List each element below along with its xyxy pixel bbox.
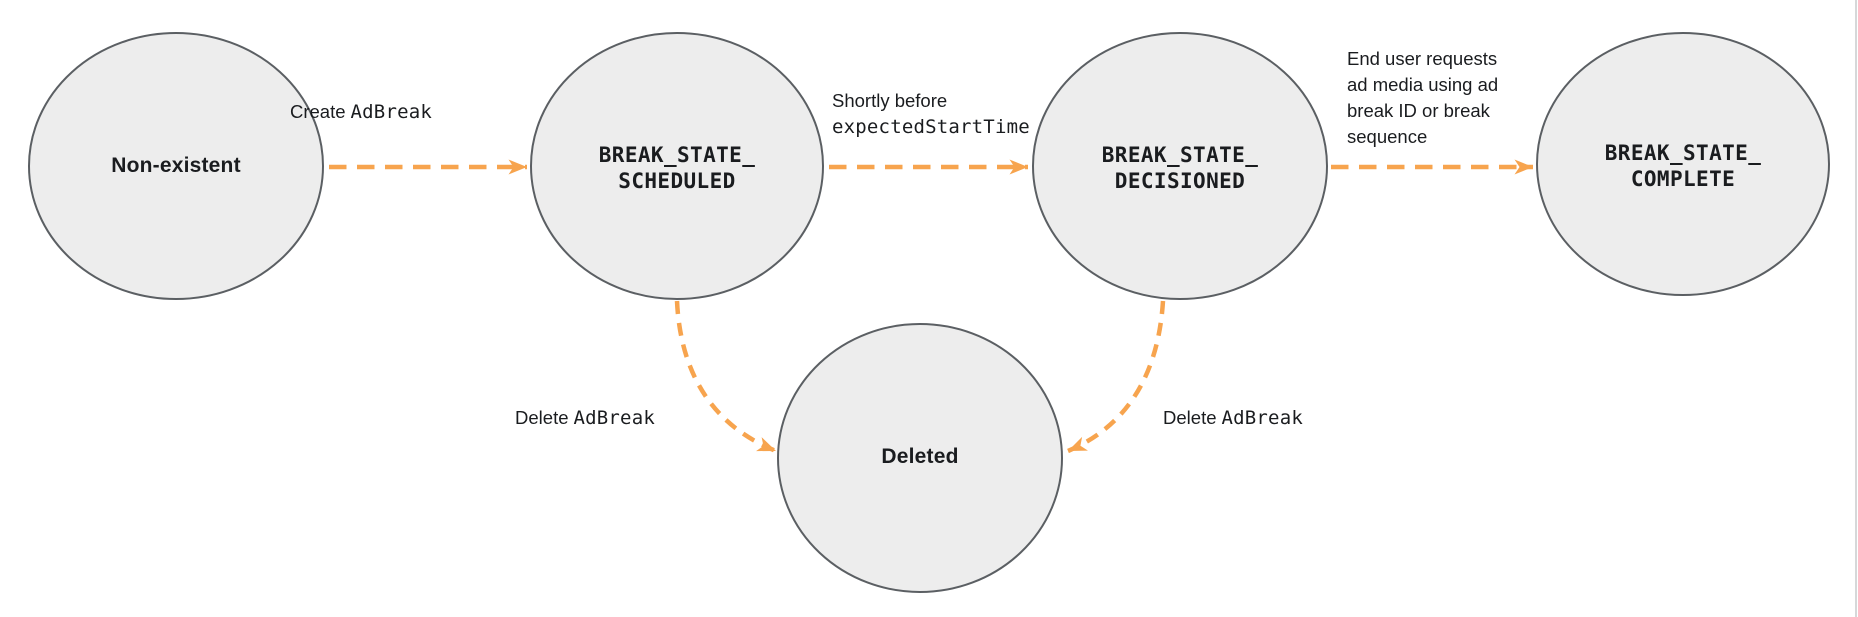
edge-label-end-user-requests: End user requests ad media using ad brea…	[1347, 46, 1498, 150]
edge-label-text: Delete	[515, 407, 569, 428]
edge-label-code: expectedStartTime	[832, 116, 1030, 138]
state-label-deleted: Deleted	[881, 445, 958, 469]
edge-label-text: ad media using ad	[1347, 74, 1499, 95]
edge-delete-adbreak-from-decisioned-arrow	[1067, 300, 1166, 454]
edge-label-text: Delete	[1163, 407, 1217, 428]
edge-label-code: AdBreak	[1221, 407, 1303, 429]
state-label-line: SCHEDULED	[618, 169, 736, 193]
edge-label-text: End user requests	[1347, 48, 1498, 69]
state-node-non-existent	[28, 32, 324, 300]
edge-label-shortly-before: Shortly before expectedStartTime	[832, 88, 1030, 140]
state-label-line: BREAK_STATE_	[1604, 141, 1762, 165]
state-label-line: BREAK_STATE_	[1101, 143, 1259, 167]
state-label-non-existent: Non-existent	[111, 154, 241, 178]
state-label-line: Non-existent	[111, 154, 241, 177]
state-label-line: Deleted	[881, 445, 959, 468]
state-label-line: COMPLETE	[1630, 167, 1736, 191]
edge-label-code: AdBreak	[350, 101, 433, 123]
state-label-break-state-complete: BREAK_STATE_ COMPLETE	[1605, 140, 1762, 192]
state-label-break-state-scheduled: BREAK_STATE_ SCHEDULED	[599, 142, 756, 194]
edge-label-code: AdBreak	[573, 407, 655, 429]
state-label-line: DECISIONED	[1114, 169, 1246, 193]
page-right-border	[1855, 0, 1857, 617]
state-node-break-state-complete	[1536, 32, 1830, 296]
edge-delete-adbreak-from-scheduled-arrow	[674, 300, 777, 454]
state-node-break-state-decisioned	[1032, 32, 1328, 300]
edge-label-text: Create	[289, 101, 346, 122]
state-label-break-state-decisioned: BREAK_STATE_ DECISIONED	[1102, 142, 1259, 194]
state-node-deleted	[777, 323, 1063, 593]
state-label-line: BREAK_STATE_	[598, 143, 756, 167]
edge-label-text: sequence	[1347, 126, 1428, 147]
state-node-break-state-scheduled	[530, 32, 824, 300]
edge-label-text: Shortly before	[832, 90, 948, 111]
edge-label-text: break ID or break	[1347, 100, 1490, 121]
